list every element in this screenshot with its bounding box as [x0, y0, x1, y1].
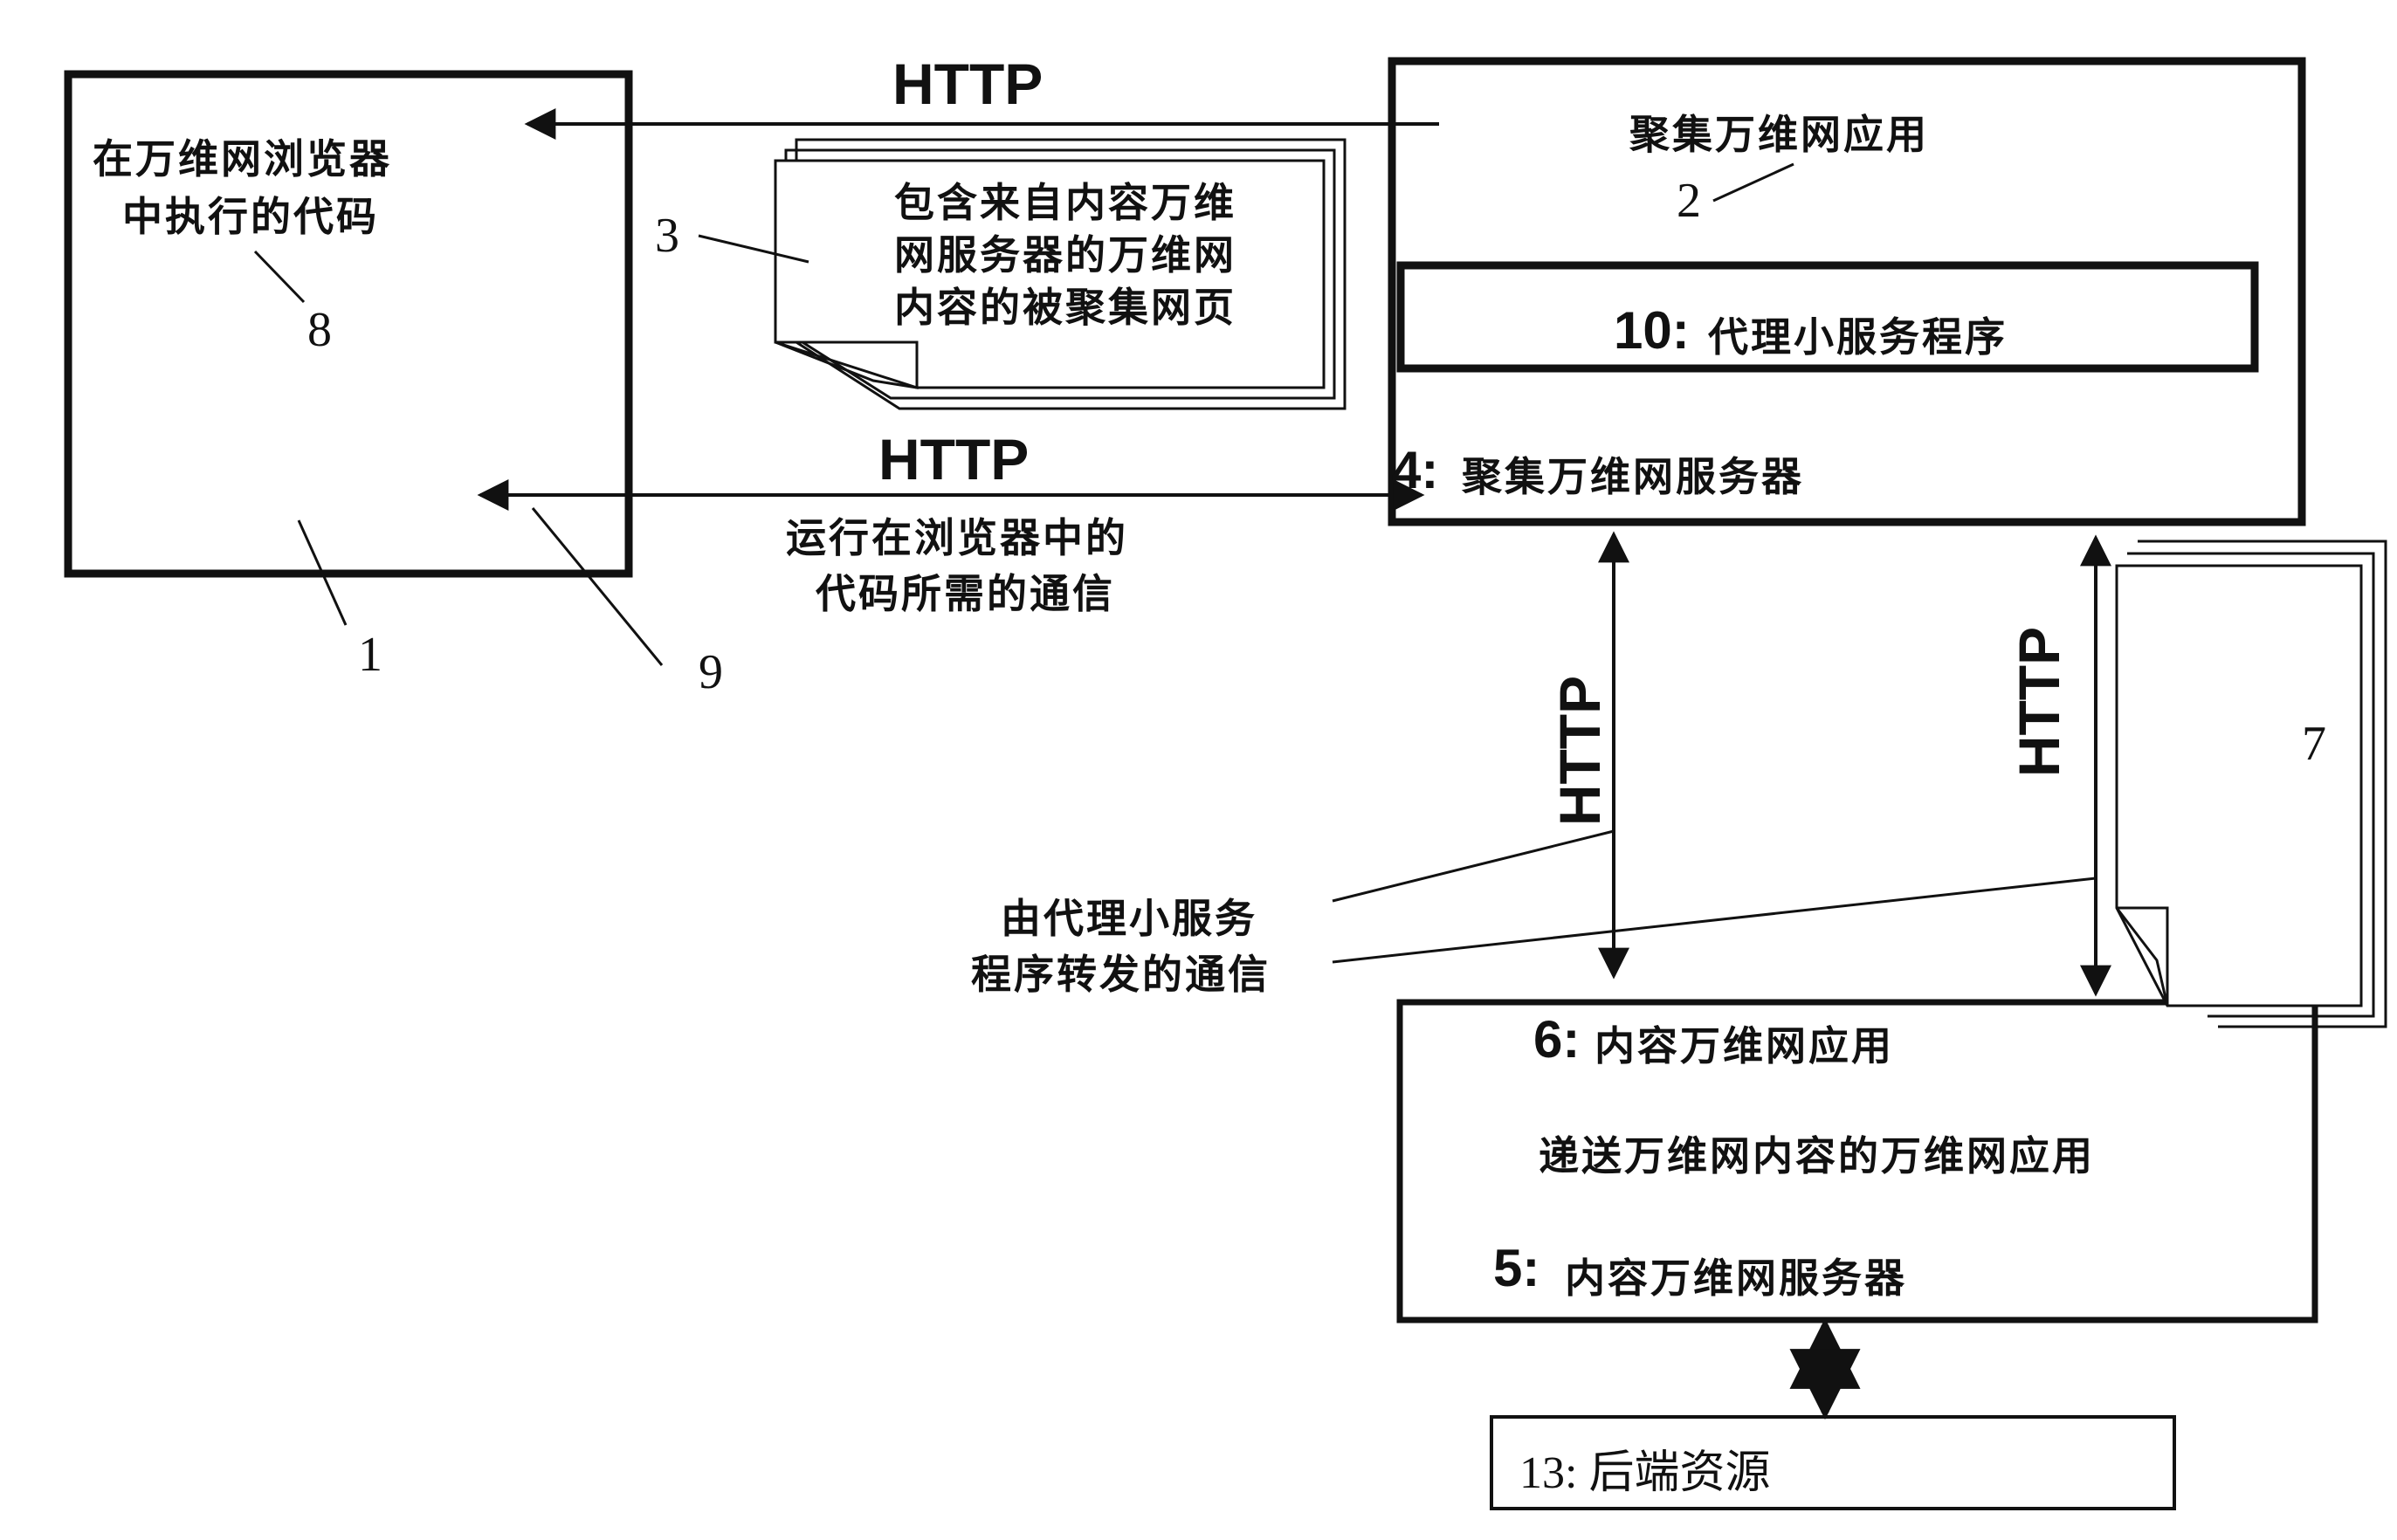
http-label-middle: HTTP	[878, 427, 1030, 492]
aggregated-page-document-icon	[774, 138, 1347, 410]
proxy-servlet-box	[1396, 261, 2259, 373]
ref-2: 2	[1677, 174, 1701, 228]
ref-7: 7	[2302, 717, 2326, 771]
aggregation-server-number: 4:	[1392, 441, 1439, 499]
aggregated-page-line2: 网服务器的万维网	[894, 231, 1236, 278]
proxy-servlet-number: 10:	[1614, 301, 1690, 360]
leader-3	[698, 234, 809, 264]
leader-lines	[253, 162, 2097, 964]
leader-2	[1712, 162, 1794, 203]
content-app-number: 6:	[1533, 1010, 1581, 1069]
forwarded-document-icon	[2115, 540, 2387, 1028]
browser-comm-caption-line1: 运行在浏览器中的	[786, 514, 1128, 561]
browser-comm-caption-line2: 代码所需的通信	[816, 570, 1115, 617]
browser-box	[64, 70, 633, 578]
content-server-label: 内容万维网服务器	[1565, 1255, 1907, 1302]
ref-8: 8	[307, 303, 332, 357]
browser-code-label-line2: 中执行的代码	[122, 193, 379, 240]
leader-8	[253, 250, 306, 304]
aggregation-app-label: 聚集万维网应用	[1629, 111, 1929, 158]
content-app-label: 内容万维网应用	[1595, 1022, 1894, 1069]
aggregated-page-line3: 内容的被聚集网页	[894, 284, 1236, 331]
ref-9: 9	[699, 645, 723, 699]
ref-3: 3	[655, 209, 679, 263]
leader-comm-left	[1332, 829, 1615, 903]
http-label-top: HTTP	[892, 52, 1044, 116]
proxy-servlet-label: 代理小服务程序	[1708, 313, 2008, 361]
content-app-description: 递送万维网内容的万维网应用	[1539, 1132, 2095, 1179]
backend-resource-label: 13: 后端资源	[1519, 1448, 1771, 1498]
http-label-vertical-right: HTTP	[2007, 626, 2071, 778]
aggregation-server-box	[1388, 57, 2306, 526]
leader-9	[531, 507, 664, 666]
aggregated-page-line1: 包含来自内容万维	[894, 179, 1236, 226]
browser-code-label-line1: 在万维网浏览器	[93, 135, 392, 182]
aggregation-server-label: 聚集万维网服务器	[1462, 453, 1804, 500]
forwarded-comm-caption-line2: 程序转发的通信	[971, 951, 1271, 998]
http-label-vertical-left: HTTP	[1547, 675, 1612, 827]
leader-comm-right	[1332, 877, 2097, 964]
ref-1: 1	[358, 628, 382, 682]
forwarded-comm-caption-line1: 由代理小服务	[1001, 895, 1257, 942]
leader-1	[297, 519, 348, 626]
content-server-number: 5:	[1493, 1239, 1540, 1297]
